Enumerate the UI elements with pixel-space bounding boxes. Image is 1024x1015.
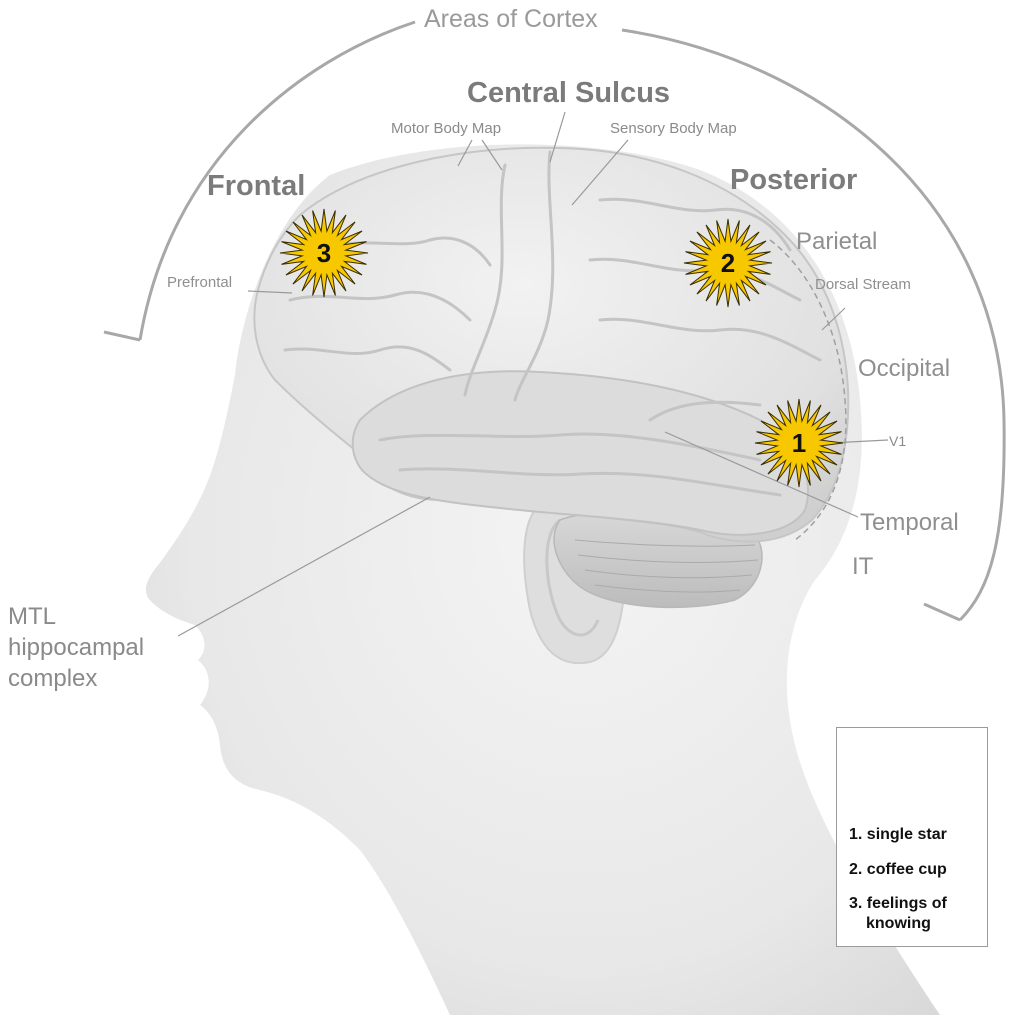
label-dorsal-stream: Dorsal Stream — [815, 276, 911, 293]
starburst-marker-2-icon — [683, 218, 773, 308]
label-v1: V1 — [889, 433, 907, 449]
legend-item-3-line-2: knowing — [866, 915, 931, 932]
label-motor-body-map: Motor Body Map — [391, 120, 502, 137]
diagram-title: Areas of Cortex — [424, 5, 598, 33]
label-mtl-hippocampal-complex: MTL hippocampal complex — [8, 601, 178, 694]
label-it: IT — [852, 553, 874, 580]
marker-number-1: 1 — [792, 428, 806, 458]
dorsal-stream-path — [769, 239, 847, 541]
label-occipital: Occipital — [858, 355, 951, 382]
label-parietal: Parietal — [796, 228, 878, 255]
legend-item-3-line-1: 3. feelings of — [849, 895, 947, 912]
legend-item-3: 3. feelings of knowing — [849, 894, 985, 934]
leader-lines — [177, 111, 889, 637]
cortex-bracket — [138, 20, 416, 341]
marker-number-3: 3 — [317, 238, 331, 268]
mtl-line-3: complex — [8, 665, 98, 692]
legend: 1. single star 2. coffee cup 3. feelings… — [836, 727, 988, 947]
starburst-marker-1-icon — [754, 398, 844, 488]
marker-number-2: 2 — [721, 248, 735, 278]
legend-item-1: 1. single star — [849, 826, 947, 843]
label-prefrontal: Prefrontal — [167, 274, 233, 291]
label-temporal: Temporal — [860, 509, 959, 536]
label-sensory-body-map: Sensory Body Map — [610, 120, 737, 137]
gyri — [283, 150, 822, 497]
mtl-line-1: MTL — [8, 603, 56, 630]
label-central-sulcus: Central Sulcus — [467, 77, 671, 109]
legend-item-2: 2. coffee cup — [849, 861, 947, 878]
temporal-lobe — [351, 370, 809, 536]
starburst-markers: 1 2 3 — [279, 208, 844, 488]
label-frontal: Frontal — [207, 170, 306, 202]
mtl-line-2: hippocampal — [8, 634, 145, 661]
starburst-marker-3-icon — [279, 208, 369, 298]
label-posterior: Posterior — [730, 164, 858, 196]
